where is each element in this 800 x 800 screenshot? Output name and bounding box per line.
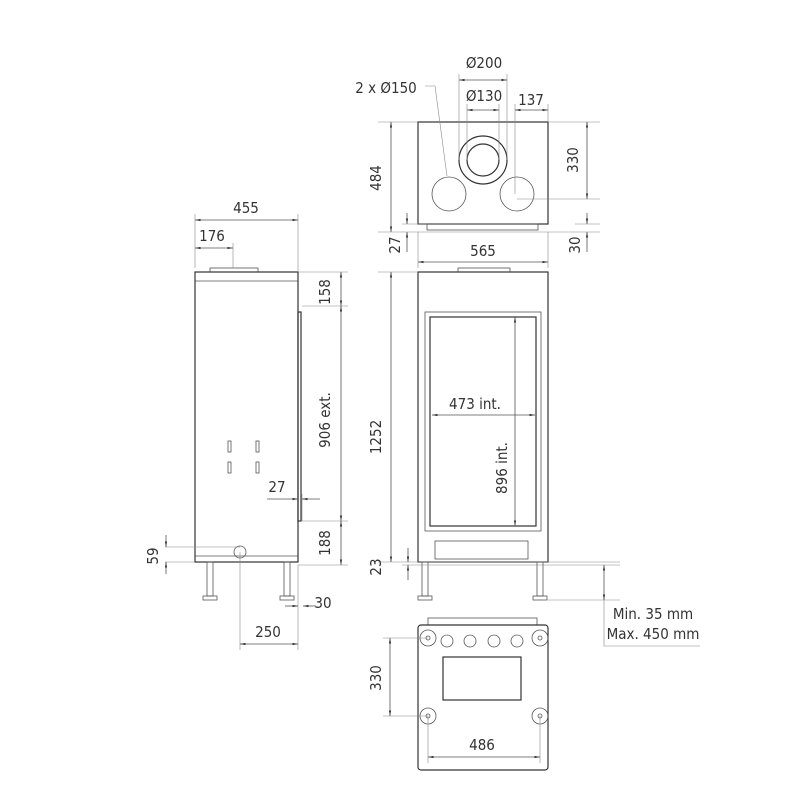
- dim-top: 158: [316, 279, 334, 305]
- flue-inner-circle: [466, 143, 500, 177]
- top-base-plate: [426, 223, 539, 231]
- side-flue-right: [499, 176, 535, 212]
- front-legs: [417, 561, 548, 601]
- legs-max-label: Max. 450 mm: [607, 625, 700, 643]
- dim-width: 565: [470, 242, 496, 260]
- dim-inner-width: 473 int.: [449, 395, 501, 413]
- dim-inner-height: 896 int.: [493, 442, 511, 494]
- dim-collar-offset: 176: [199, 227, 225, 245]
- dim-base-left: 27: [386, 236, 404, 253]
- bottom-body: [417, 624, 549, 771]
- door-frame: [424, 311, 542, 532]
- ash-panel: [434, 540, 529, 560]
- dim-inlet-height: 59: [144, 547, 162, 564]
- front-view: 473 int. 896 int. 1252 23 Min. 35 mm Max…: [367, 267, 700, 647]
- dim-door-depth: 27: [268, 478, 285, 496]
- flue-outer-circle: [458, 135, 508, 185]
- dim-total-height: 1252: [367, 420, 385, 454]
- front-body: [417, 271, 549, 563]
- dim-flue-outer: Ø200: [466, 54, 502, 72]
- dim-bottom: 188: [316, 530, 334, 556]
- side-view: 455 176 158 906 ext. 27 188 59 30 250: [144, 199, 348, 650]
- door-strip: [297, 311, 302, 522]
- side-legs: [202, 561, 295, 601]
- dim-flue-height: 330: [564, 147, 582, 173]
- dim-side-offset: 137: [518, 91, 544, 109]
- dim-base-right: 30: [566, 236, 584, 253]
- dim-depth: 455: [233, 199, 259, 217]
- dim-foot-depth: 330: [367, 665, 385, 691]
- dim-inlet-offset: 250: [255, 623, 281, 641]
- dim-top-height: 484: [367, 165, 385, 191]
- bottom-window: [442, 656, 522, 701]
- dim-door-ext: 906 ext.: [316, 392, 334, 448]
- top-body: [417, 121, 549, 225]
- door-glass: [429, 316, 537, 527]
- side-vents: [227, 440, 260, 474]
- bottom-view: 330 486: [367, 617, 549, 771]
- dim-leg-offset: 30: [314, 594, 331, 612]
- dim-foot-width: 486: [469, 736, 495, 754]
- feet: [419, 629, 549, 725]
- dim-base: 23: [367, 558, 385, 575]
- dim-side-flues: 2 x Ø150: [355, 79, 417, 97]
- bottom-holes: [440, 634, 524, 648]
- side-body: [194, 271, 299, 563]
- top-view: Ø200 Ø130 137 2 x Ø150 565 484 330 27 30: [355, 54, 600, 268]
- legs-min-label: Min. 35 mm: [613, 605, 693, 623]
- side-flue-left: [431, 176, 467, 212]
- dim-flue-inner: Ø130: [466, 87, 502, 105]
- bottom-front-strip: [427, 617, 538, 626]
